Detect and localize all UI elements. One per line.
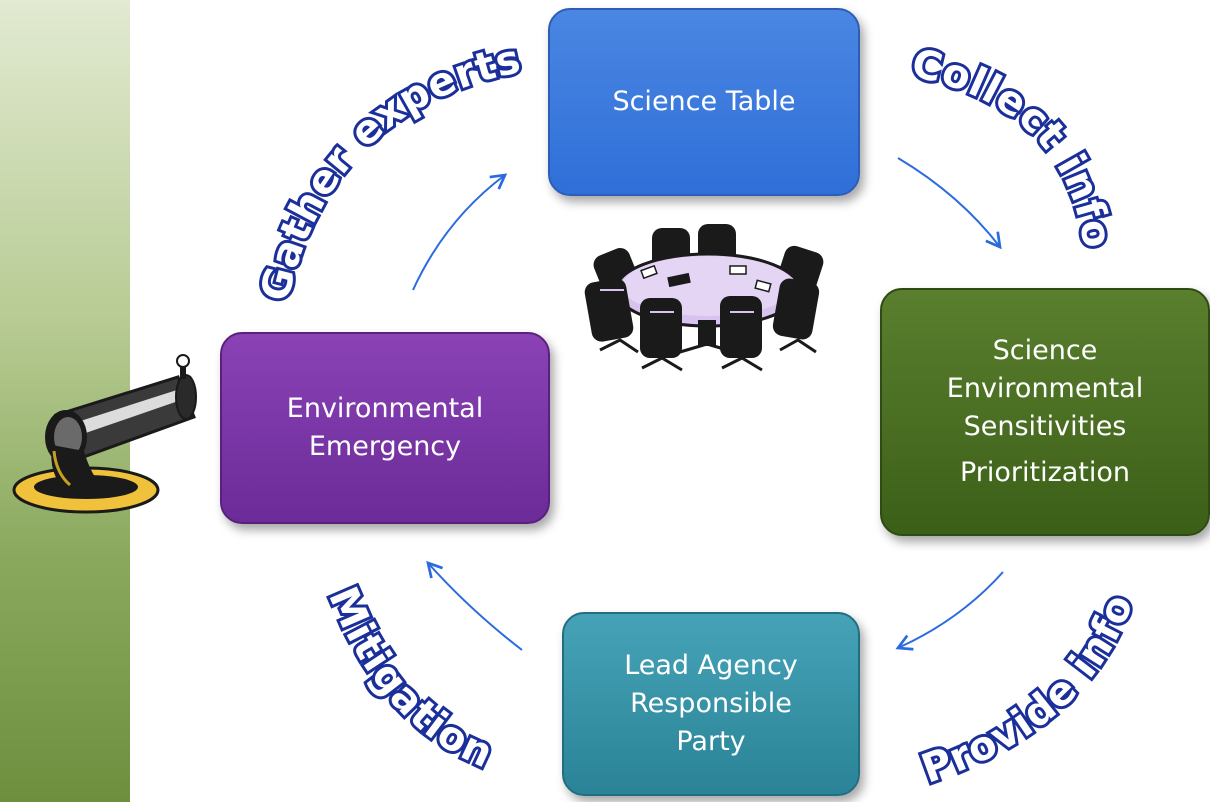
node-sens-line2: Environmental xyxy=(946,373,1144,404)
node-environmental-emergency: Environmental Emergency xyxy=(220,332,550,524)
arrow-provide xyxy=(895,571,1004,651)
node-sens-line1: Science xyxy=(992,335,1098,366)
node-lead-agency: Lead Agency Responsible Party xyxy=(562,612,860,796)
arrow-gather xyxy=(412,173,508,291)
node-lead-line3: Party xyxy=(676,726,746,757)
arrow-collect xyxy=(897,157,1002,250)
node-sens-line3: Sensitivities xyxy=(963,411,1127,442)
node-sens-line4: Prioritization xyxy=(959,457,1131,488)
node-env-line1: Environmental xyxy=(286,393,484,424)
node-sensitivities-prioritization: Science Environmental Sensitivities Prio… xyxy=(880,288,1210,536)
node-lead-line2: Responsible xyxy=(630,688,792,719)
node-science-table-text: Science Table xyxy=(612,86,796,117)
node-science-table: Science Table xyxy=(548,8,860,196)
node-env-line2: Emergency xyxy=(308,431,462,462)
arrow-mitigation xyxy=(426,560,523,651)
node-lead-line1: Lead Agency xyxy=(624,650,798,681)
